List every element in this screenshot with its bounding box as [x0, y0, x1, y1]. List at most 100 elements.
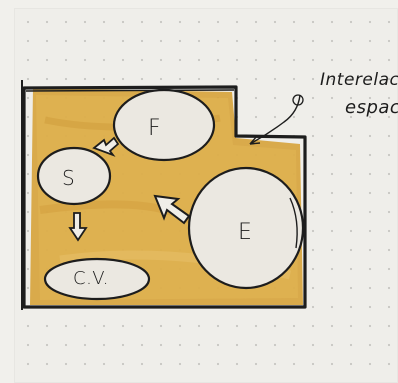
grid-dot [368, 343, 372, 347]
grid-dot [26, 153, 30, 157]
grid-dot [140, 324, 144, 328]
grid-dot [368, 362, 372, 366]
grid-dot [368, 20, 372, 24]
grid-dot [311, 58, 315, 62]
grid-dot [311, 96, 315, 100]
grid-dot [368, 229, 372, 233]
grid-dot [368, 77, 372, 81]
grid-dot [121, 343, 125, 347]
grid-dot [64, 39, 68, 43]
grid-dot [254, 96, 258, 100]
grid-dot [254, 58, 258, 62]
grid-dot [121, 39, 125, 43]
grid-dot [349, 191, 353, 195]
grid-dot [273, 115, 277, 119]
grid-dot [102, 20, 106, 24]
grid-dot [387, 77, 391, 81]
grid-dot [311, 286, 315, 290]
grid-dot [83, 39, 87, 43]
grid-dot [311, 172, 315, 176]
grid-dot [292, 77, 296, 81]
grid-dot [197, 20, 201, 24]
grid-dot [235, 362, 239, 366]
grid-dot [349, 134, 353, 138]
grid-dot [121, 20, 125, 24]
grid-dot [368, 248, 372, 252]
grid-dot [102, 39, 106, 43]
grid-dot [330, 267, 334, 271]
grid-dot [368, 210, 372, 214]
grid-dot [311, 77, 315, 81]
grid-dot [368, 305, 372, 309]
grid-dot [121, 324, 125, 328]
grid-dot [311, 39, 315, 43]
grid-dot [387, 324, 391, 328]
grid-dot [26, 115, 30, 119]
grid-dot [197, 324, 201, 328]
grid-dot [235, 58, 239, 62]
grid-dot [368, 96, 372, 100]
grid-dot [273, 77, 277, 81]
grid-dot [178, 77, 182, 81]
grid-dot [64, 58, 68, 62]
grid-dot [26, 267, 30, 271]
grid-dot [254, 77, 258, 81]
grid-dot [311, 324, 315, 328]
grid-dot [26, 324, 30, 328]
grid-dot [140, 343, 144, 347]
grid-dot [349, 58, 353, 62]
plan-outline [22, 85, 307, 309]
grid-dot [45, 362, 49, 366]
grid-dot [178, 324, 182, 328]
grid-dot [349, 362, 353, 366]
grid-dot [387, 267, 391, 271]
grid-dot [26, 77, 30, 81]
grid-dot [159, 58, 163, 62]
grid-dot [216, 324, 220, 328]
grid-dot [216, 58, 220, 62]
grid-dot [197, 343, 201, 347]
grid-dot [216, 362, 220, 366]
grid-dot [368, 153, 372, 157]
grid-dot [254, 20, 258, 24]
grid-dot [349, 248, 353, 252]
grid-dot [83, 77, 87, 81]
grid-dot [26, 39, 30, 43]
grid-dot [254, 39, 258, 43]
grid-dot [121, 362, 125, 366]
grid-dot [254, 362, 258, 366]
grid-dot [311, 115, 315, 119]
grid-dot [26, 343, 30, 347]
grid-dot [159, 324, 163, 328]
grid-dot [349, 210, 353, 214]
grid-dot [140, 39, 144, 43]
grid-dot [387, 115, 391, 119]
annotation-line-2: espac [345, 97, 398, 118]
grid-dot [292, 343, 296, 347]
grid-dot [26, 248, 30, 252]
grid-dot [311, 362, 315, 366]
grid-dot [349, 324, 353, 328]
grid-dot [178, 39, 182, 43]
grid-dot [216, 343, 220, 347]
grid-dot [330, 210, 334, 214]
grid-dot [387, 134, 391, 138]
grid-dot [387, 153, 391, 157]
grid-dot [292, 324, 296, 328]
grid-dot [26, 20, 30, 24]
grid-dot [311, 267, 315, 271]
grid-dot [349, 172, 353, 176]
grid-dot [235, 343, 239, 347]
grid-dot [330, 58, 334, 62]
grid-dot [330, 191, 334, 195]
grid-dot [387, 362, 391, 366]
grid-dot [102, 77, 106, 81]
grid-dot [178, 58, 182, 62]
grid-dot [368, 58, 372, 62]
grid-dot [235, 39, 239, 43]
grid-dot [45, 324, 49, 328]
grid-dot [330, 39, 334, 43]
grid-dot [178, 20, 182, 24]
